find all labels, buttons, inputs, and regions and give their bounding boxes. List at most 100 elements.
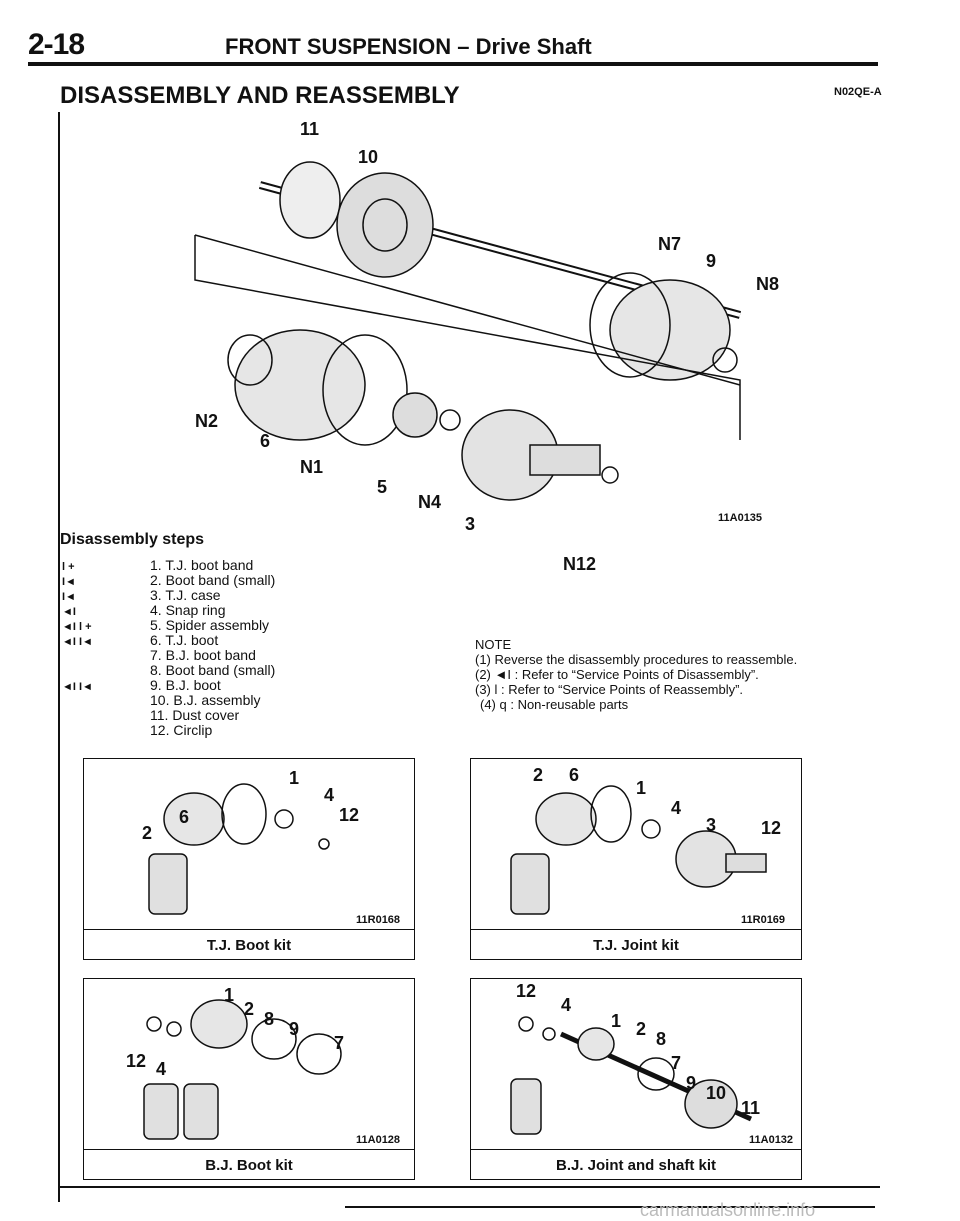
step-item: ◄I I◄ 9. B.J. boot xyxy=(62,678,221,695)
section-code: N02QE-A xyxy=(834,86,882,98)
section-title: DISASSEMBLY AND REASSEMBLY xyxy=(60,82,460,109)
step-text: 5. Spider assembly xyxy=(150,617,270,633)
step-text: 2. Boot band (small) xyxy=(150,572,276,588)
kit-box-bj-boot: 1 2 8 9 7 12 4 11A0128 B.J. Boot kit xyxy=(83,978,415,1180)
tj-boot-kit-diagram: 1 4 12 2 6 xyxy=(142,768,359,915)
step-item: 10. B.J. assembly xyxy=(62,693,261,708)
step-marks: ◄I xyxy=(62,606,76,618)
step-item: ◄I I◄ 6. T.J. boot xyxy=(62,633,218,650)
step-text: 12. Circlip xyxy=(150,722,213,738)
note-line: (4) q : Non-reusable parts xyxy=(480,697,629,712)
kit-number: 1 xyxy=(611,1011,621,1031)
footer-rule-lower xyxy=(345,1206,875,1208)
header-rule xyxy=(28,62,878,66)
callout: 3 xyxy=(465,514,475,534)
callout: 11 xyxy=(300,119,319,139)
step-text: 9. B.J. boot xyxy=(150,677,221,693)
kit-number: 6 xyxy=(179,807,189,827)
kit-number: 10 xyxy=(706,1083,726,1103)
kit-number: 4 xyxy=(561,995,571,1015)
kit-figure-code: 11R0168 xyxy=(356,914,401,926)
note-line: (3) l : Refer to “Service Points of Reas… xyxy=(475,682,744,697)
bj-boot-kit-diagram: 1 2 8 9 7 12 4 xyxy=(126,985,344,1140)
kit-number: 7 xyxy=(671,1053,681,1073)
kit-figure-code: 11A0128 xyxy=(356,1134,401,1146)
step-text: 11. Dust cover xyxy=(150,707,240,723)
left-margin-rule xyxy=(58,112,60,1202)
callout: N12 xyxy=(563,554,597,574)
step-text: 7. B.J. boot band xyxy=(150,647,256,663)
note-line: (1) Reverse the disassembly procedures t… xyxy=(475,652,798,667)
callout: N1 xyxy=(300,457,323,477)
kit-number: 12 xyxy=(761,818,781,838)
kit-number: 8 xyxy=(656,1029,666,1049)
kit-caption: B.J. Joint and shaft kit xyxy=(555,1157,717,1174)
callout: N7 xyxy=(658,234,681,254)
step-text: 10. B.J. assembly xyxy=(150,692,261,708)
callout: 10 xyxy=(358,147,378,167)
kit-number: 2 xyxy=(244,999,254,1019)
callout: 9 xyxy=(706,251,716,271)
kit-number: 9 xyxy=(686,1073,696,1093)
note-line: (2) ◄I : Refer to “Service Points of Dis… xyxy=(475,667,759,682)
kit-box-tj-joint: 2 6 1 4 3 12 11R0169 T.J. Joint kit xyxy=(470,758,802,960)
kit-box-tj-boot: 1 4 12 2 6 11R0168 T.J. Boot kit xyxy=(83,758,415,960)
page-number: 2-18 xyxy=(28,28,85,61)
callout: 6 xyxy=(260,431,270,451)
kit-number: 7 xyxy=(334,1033,344,1053)
step-item: 11. Dust cover xyxy=(62,708,239,723)
step-marks: I◄ xyxy=(62,576,76,588)
step-text: 4. Snap ring xyxy=(150,602,226,618)
steps-title: Disassembly steps xyxy=(60,531,205,548)
kit-number: 9 xyxy=(289,1019,299,1039)
kit-caption: B.J. Boot kit xyxy=(205,1157,293,1174)
page-title: FRONT SUSPENSION – Drive Shaft xyxy=(225,34,592,59)
kit-caption: T.J. Joint kit xyxy=(593,937,679,954)
step-text: 3. T.J. case xyxy=(150,587,221,603)
step-text: 1. T.J. boot band xyxy=(150,557,254,573)
step-item: ◄I l + 5. Spider assembly xyxy=(62,618,269,635)
kit-figure-code: 11A0132 xyxy=(749,1134,794,1146)
kit-number: 12 xyxy=(126,1051,146,1071)
kit-number: 2 xyxy=(533,765,543,785)
step-item: I◄ 3. T.J. case xyxy=(62,588,221,605)
step-item: 7. B.J. boot band xyxy=(62,648,256,663)
drive-shaft-exploded-diagram: 11 10 N7 9 N8 N2 6 N1 5 N4 3 xyxy=(194,119,779,534)
callout: N8 xyxy=(756,274,779,294)
kit-number: 1 xyxy=(224,985,234,1005)
kit-number: 3 xyxy=(706,815,716,835)
kit-box-bj-joint-shaft: 12 4 1 2 8 7 9 10 11 11A0132 B.J. Joint … xyxy=(470,978,802,1180)
kit-number: 12 xyxy=(516,981,536,1001)
step-text: 8. Boot band (small) xyxy=(150,662,276,678)
step-item: 12. Circlip xyxy=(62,723,212,738)
kit-caption: T.J. Boot kit xyxy=(206,937,292,954)
kit-number: 1 xyxy=(289,768,299,788)
kit-number: 4 xyxy=(324,785,334,805)
callout: N2 xyxy=(195,411,218,431)
step-marks: ◄I I◄ xyxy=(62,681,93,693)
main-figure-code: 11A0135 xyxy=(718,512,763,524)
callout: 5 xyxy=(377,477,387,497)
step-item: 8. Boot band (small) xyxy=(62,663,275,678)
footer-rule xyxy=(60,1186,880,1188)
step-marks: ◄I I◄ xyxy=(62,636,93,648)
step-item: ◄I 4. Snap ring xyxy=(62,603,226,620)
bj-joint-shaft-kit-diagram: 12 4 1 2 8 7 9 10 11 xyxy=(510,981,760,1135)
callout: N4 xyxy=(418,492,441,512)
kit-number: 4 xyxy=(671,798,681,818)
step-marks: l + xyxy=(62,561,75,573)
kit-number: 2 xyxy=(636,1019,646,1039)
step-marks: I◄ xyxy=(62,591,76,603)
note-title: NOTE xyxy=(475,637,512,652)
kit-number: 6 xyxy=(569,765,579,785)
step-item: l + 1. T.J. boot band xyxy=(62,558,253,575)
kit-number: 8 xyxy=(264,1009,274,1029)
step-text: 6. T.J. boot xyxy=(150,632,219,648)
tj-joint-kit-diagram: 2 6 1 4 3 12 xyxy=(510,765,781,915)
kit-number: 12 xyxy=(339,805,359,825)
step-marks: ◄I l + xyxy=(62,621,92,633)
kit-figure-code: 11R0169 xyxy=(741,914,786,926)
kit-number: 1 xyxy=(636,778,646,798)
kit-number: 2 xyxy=(142,823,152,843)
watermark: carmanualsonline.info xyxy=(640,1200,816,1220)
